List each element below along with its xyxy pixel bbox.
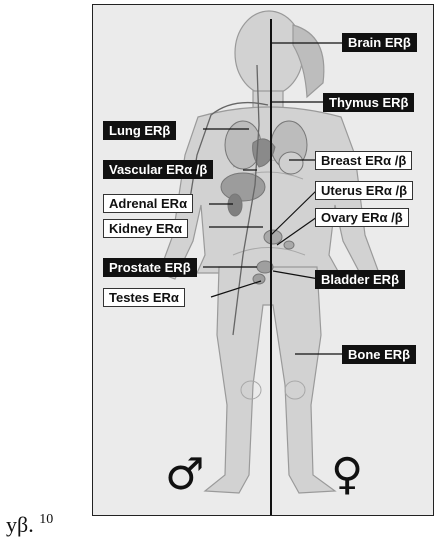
caption-text: yβ. — [6, 512, 34, 537]
label-ovary: Ovary ERα /β — [315, 208, 409, 227]
label-prostate: Prostate ERβ — [103, 258, 197, 277]
label-bone: Bone ERβ — [342, 345, 416, 364]
male-symbol: ♂ — [165, 453, 204, 497]
label-testes: Testes ERα — [103, 288, 185, 307]
label-vascular: Vascular ERα /β — [103, 160, 213, 179]
label-thymus: Thymus ERβ — [323, 93, 414, 112]
figure-panel: Brain ERβ Thymus ERβ Lung ERβ Vascular E… — [92, 4, 434, 516]
label-brain: Brain ERβ — [342, 33, 417, 52]
label-uterus: Uterus ERα /β — [315, 181, 413, 200]
label-breast: Breast ERα /β — [315, 151, 412, 170]
female-symbol: ♀ — [331, 453, 363, 497]
caption-footnote: 10 — [39, 512, 53, 527]
label-kidney: Kidney ERα — [103, 219, 188, 238]
label-adrenal: Adrenal ERα — [103, 194, 193, 213]
label-lung: Lung ERβ — [103, 121, 176, 140]
label-bladder: Bladder ERβ — [315, 270, 405, 289]
